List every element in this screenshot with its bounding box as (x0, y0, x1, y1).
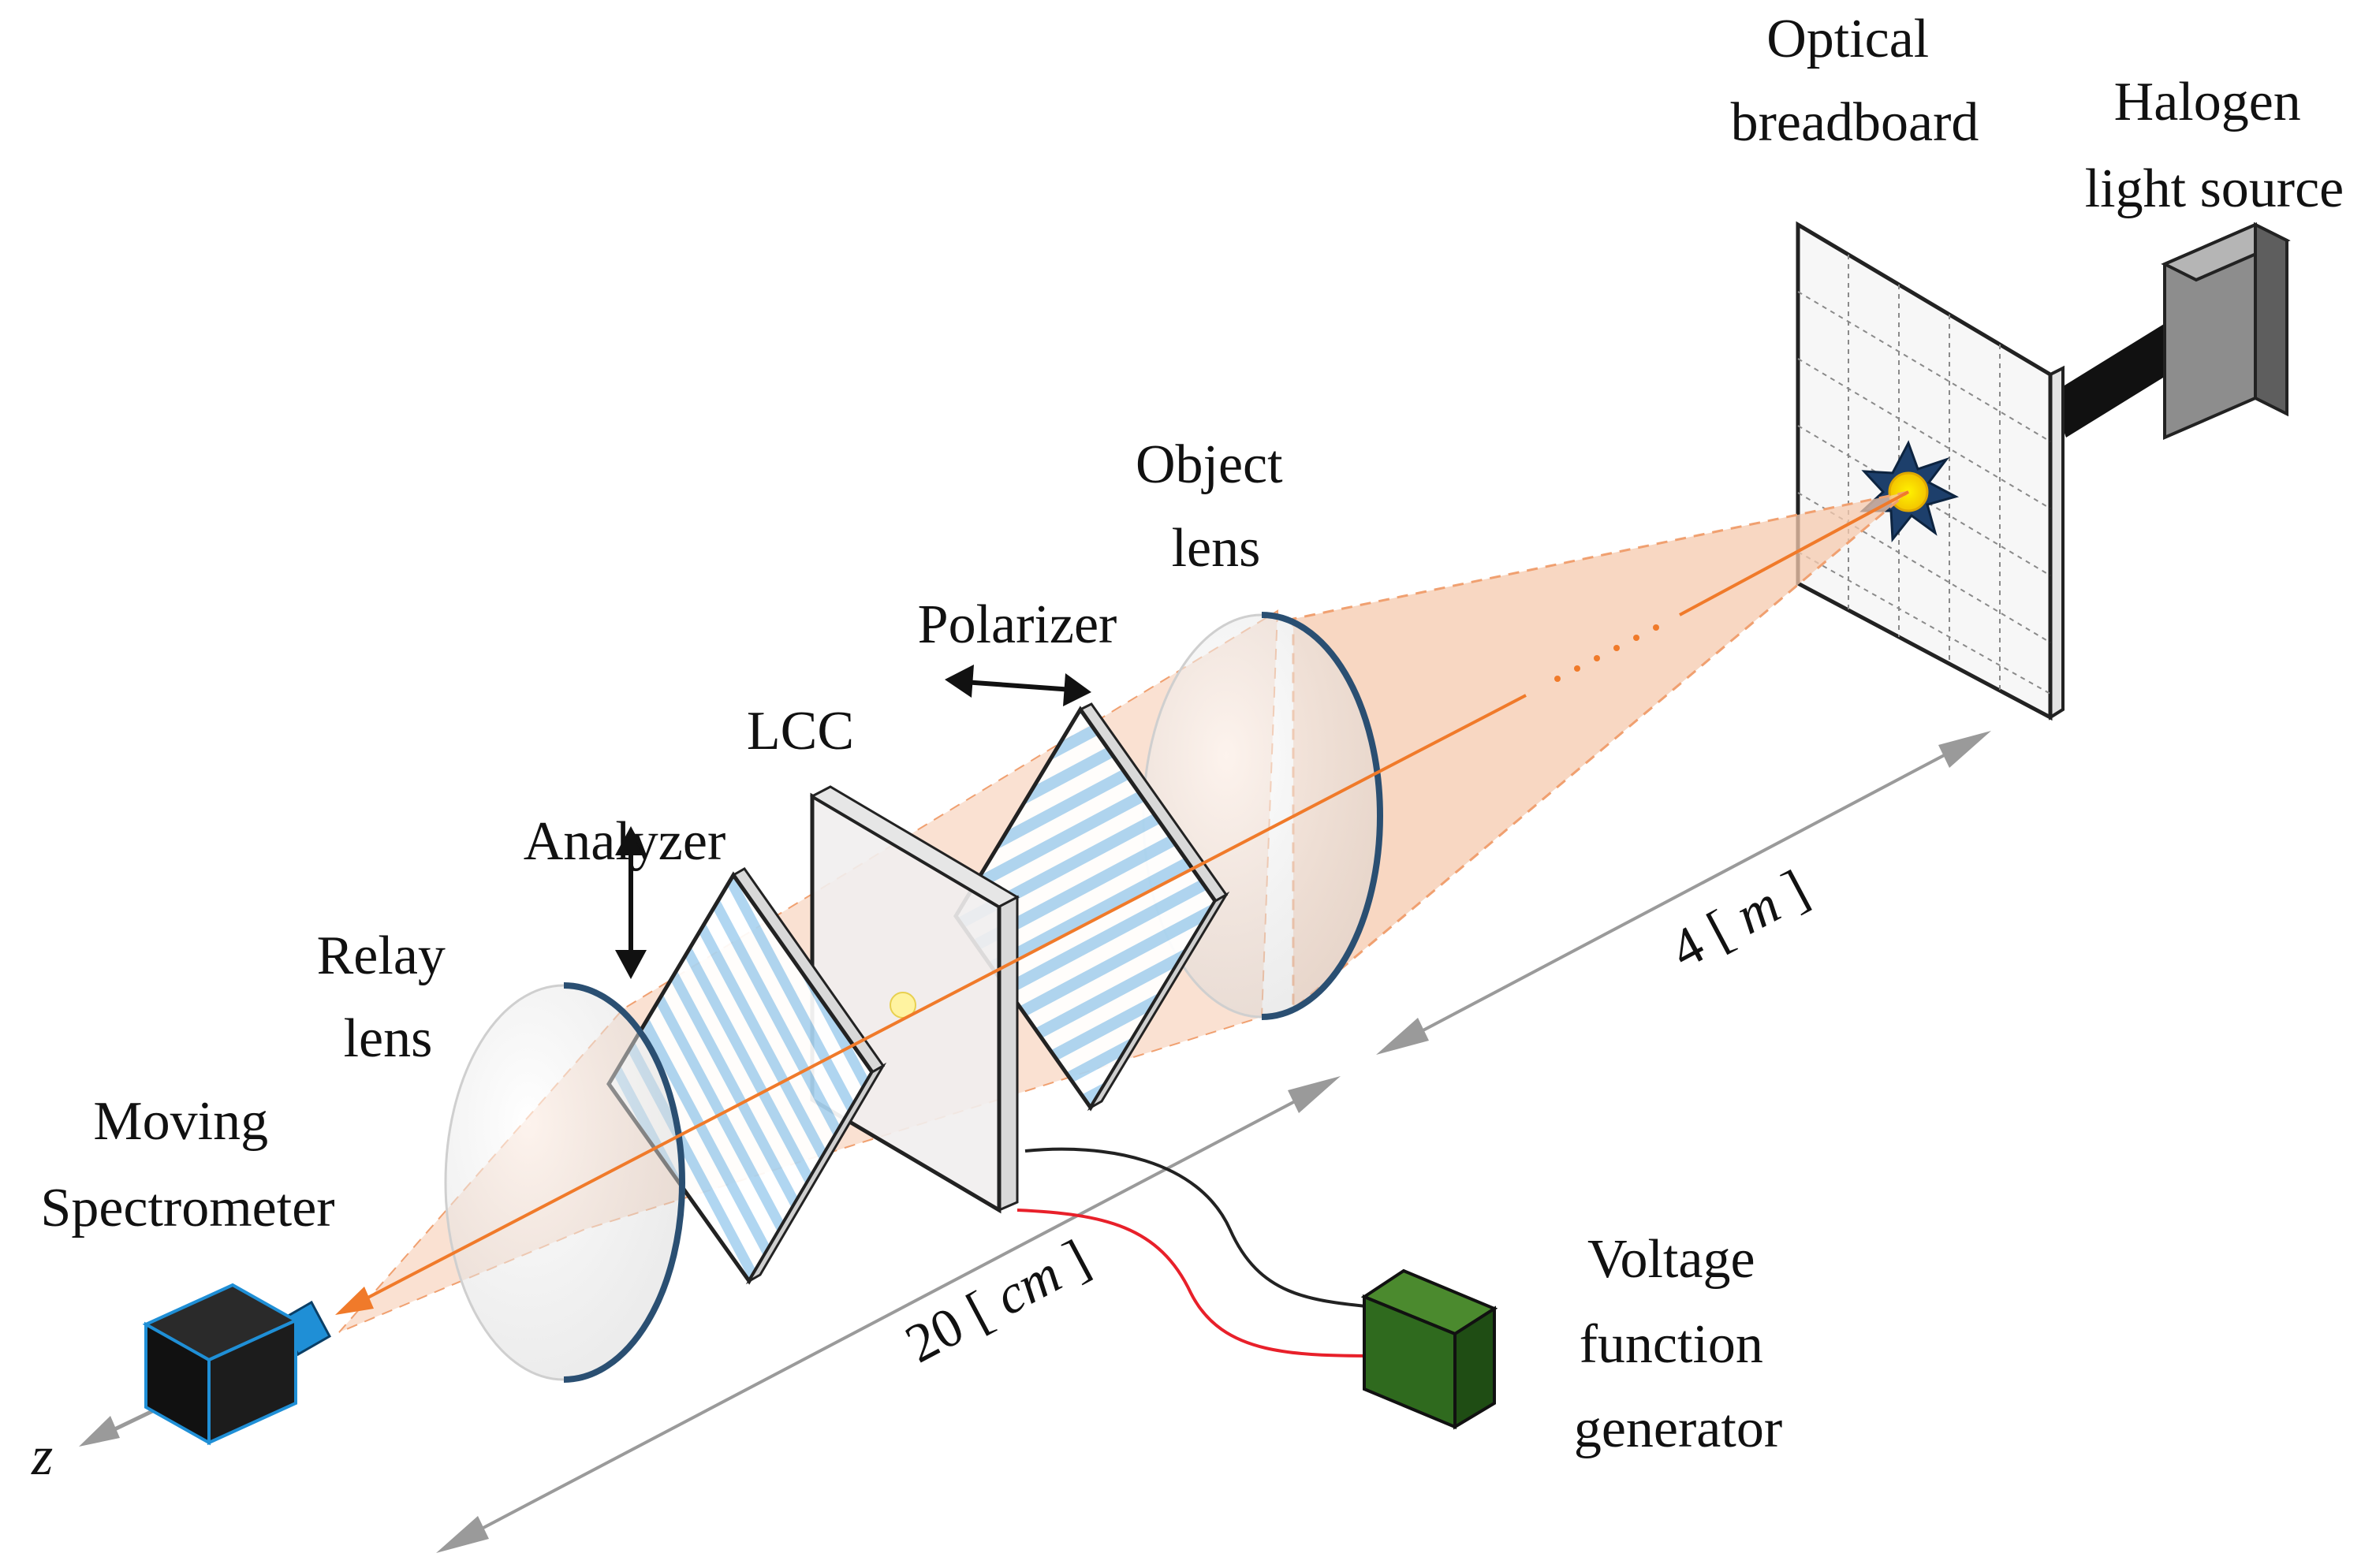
optical-axis-line-near (358, 694, 1527, 1304)
label-object-lens: Object lens (1136, 434, 1296, 579)
dimension-20cm (436, 1076, 1341, 1553)
spectrometer-box-side (207, 1317, 297, 1446)
dimension-line-20cm (464, 1090, 1314, 1539)
analyzer-arrowhead-down (615, 950, 647, 979)
generator-box-side (1453, 1305, 1496, 1430)
label-moving-spectrometer: Moving Spectrometer (40, 1091, 334, 1238)
arrowhead-20cm-right (1288, 1076, 1341, 1113)
object-lens-rim (1261, 612, 1383, 1020)
halogen-light-source (2050, 222, 2291, 441)
optical-breadboard (1796, 221, 2065, 721)
optical-axis-arrowhead (335, 1287, 374, 1315)
wire-red (1016, 1209, 1389, 1358)
dimension-4m (1376, 731, 1991, 1055)
analyzer-direction-arrow (615, 826, 647, 979)
analyzer-edge-bottom (745, 1062, 887, 1285)
lcc-edge-right (998, 895, 1019, 1212)
label-z-axis: z (31, 1426, 53, 1487)
polarizer-arrowhead-left (945, 665, 974, 698)
label-dimension-20cm: 20 [ cm ] (896, 1228, 1099, 1375)
analyzer-arrowhead-up (615, 826, 647, 855)
label-analyzer: Analyzer (524, 811, 726, 872)
label-polarizer: Polarizer (918, 594, 1117, 655)
polarizer (953, 702, 1230, 1112)
label-halogen-light-source: Halogen light source (2085, 72, 2344, 219)
polarizer-edge-bottom (1087, 891, 1230, 1112)
label-voltage-function-generator: Voltage function generator (1574, 1229, 1782, 1459)
voltage-function-generator (1360, 1268, 1498, 1430)
optical-axis-dots (1554, 624, 1659, 682)
relay-lens-rim (563, 982, 685, 1383)
arrowhead-4m-right (1938, 731, 1991, 768)
wires (1016, 1147, 1389, 1358)
dimension-line-4m (1403, 743, 1964, 1042)
relay-lens (444, 982, 685, 1383)
lcc-edge-top (809, 785, 1020, 908)
moving-spectrometer (142, 1283, 332, 1446)
analyzer (606, 867, 887, 1285)
wire-black (1024, 1147, 1389, 1310)
polarizer-direction-arrow (945, 665, 1091, 706)
dimension-20cm-value: 20 (896, 1295, 973, 1375)
arrowhead-20cm-left (436, 1516, 489, 1553)
halogen-tube (2050, 311, 2200, 438)
polarizer-arrowhead-right (1063, 673, 1091, 706)
optical-axis (335, 490, 1909, 1315)
halogen-box-side (2254, 222, 2288, 417)
z-axis-arrowhead (79, 1416, 120, 1447)
optical-axis-line (1679, 490, 1909, 616)
labels: Optical breadboard Halogen light source … (31, 9, 2344, 1487)
label-relay-lens: Relay lens (317, 926, 460, 1069)
dimension-4m-unit: m (1726, 874, 1790, 947)
arrowhead-4m-left (1376, 1018, 1429, 1055)
label-dimension-4m: 4 [ m ] (1661, 858, 1818, 981)
label-optical-breadboard: Optical breadboard (1731, 9, 1979, 153)
label-lcc: LCC (747, 701, 854, 762)
